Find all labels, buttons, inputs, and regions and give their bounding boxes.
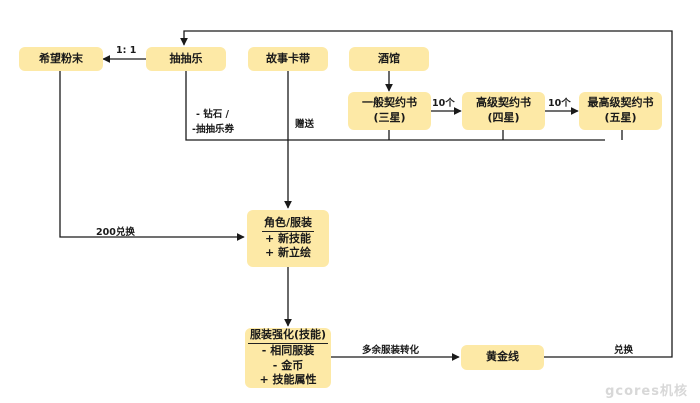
node-book-top: 最高级契约书 (五星) [579,92,662,130]
edge-gold-gacha-loop [180,30,673,358]
node-book-common-rank: (三星) [373,111,406,124]
node-book-advanced-name: 高级契约书 [476,96,531,110]
node-gacha: 抽抽乐 [146,47,226,71]
label-cost-ticket: -抽抽乐券 [192,124,234,135]
label-ten-2: 10个 [548,98,571,109]
node-story-tape: 故事卡带 [248,47,328,71]
node-book-common-name: 一般契约书 [362,96,417,110]
label-exchange-200: 200兑换 [96,227,135,238]
label-surplus-convert: 多余服装转化 [362,345,420,356]
node-enhance-line-3: + 技能属性 [259,373,317,387]
node-gold-thread-label: 黄金线 [486,350,519,364]
node-character-outfit: 角色/服装 + 新技能 + 新立绘 [247,210,329,267]
node-enhance-line-2: - 金币 [272,358,304,372]
node-hope-powder-label: 希望粉末 [39,51,83,65]
node-enhance-title: 服装强化(技能) [247,328,329,344]
node-book-top-name: 最高级契约书 [587,96,654,110]
label-gift: 赠送 [295,119,315,130]
node-gold-thread: 黄金线 [461,345,544,370]
node-character-line-1: + 新技能 [264,231,312,245]
watermark: gcores机核 [605,384,688,399]
node-hope-powder: 希望粉末 [19,47,103,71]
label-exchange: 兑换 [614,345,634,356]
node-gacha-label: 抽抽乐 [169,51,203,65]
node-tavern-label: 酒馆 [378,51,400,65]
node-character-title: 角色/服装 [261,216,315,232]
label-ten-1: 10个 [432,98,455,109]
node-book-advanced: 高级契约书 (四星) [462,92,545,130]
edge-powder-character [59,71,245,241]
node-story-tape-label: 故事卡带 [266,51,310,65]
node-enhance-line-1: - 相同服装 [261,343,315,357]
node-book-advanced-rank: (四星) [487,111,520,124]
edge-gacha-costs [185,71,605,141]
label-cost-diamond: - 钻石 / [196,109,230,120]
node-book-common: 一般契约书 (三星) [348,92,431,130]
node-book-top-rank: (五星) [604,111,637,124]
label-ratio: 1: 1 [116,45,137,56]
node-character-line-2: + 新立绘 [264,246,312,260]
node-outfit-enhance: 服装强化(技能) - 相同服装 - 金币 + 技能属性 [245,328,331,388]
node-tavern: 酒馆 [349,47,429,71]
